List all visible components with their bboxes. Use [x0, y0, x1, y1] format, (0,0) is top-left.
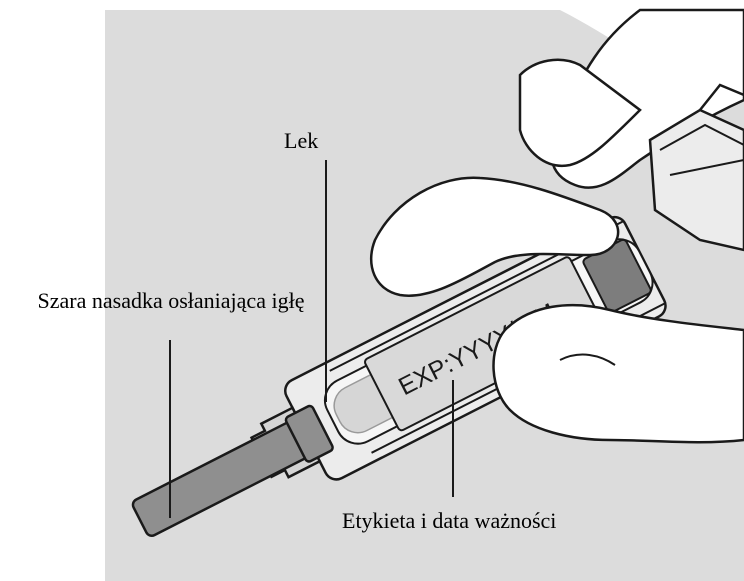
medicine-label: Lek — [284, 128, 318, 154]
glove-finger-lower — [494, 305, 744, 442]
label-and-expiry-label: Etykieta i data ważności — [342, 508, 556, 534]
needle-cap — [129, 405, 334, 543]
needle-cap-label: Szara nasadka osłaniająca igłę — [6, 288, 336, 314]
